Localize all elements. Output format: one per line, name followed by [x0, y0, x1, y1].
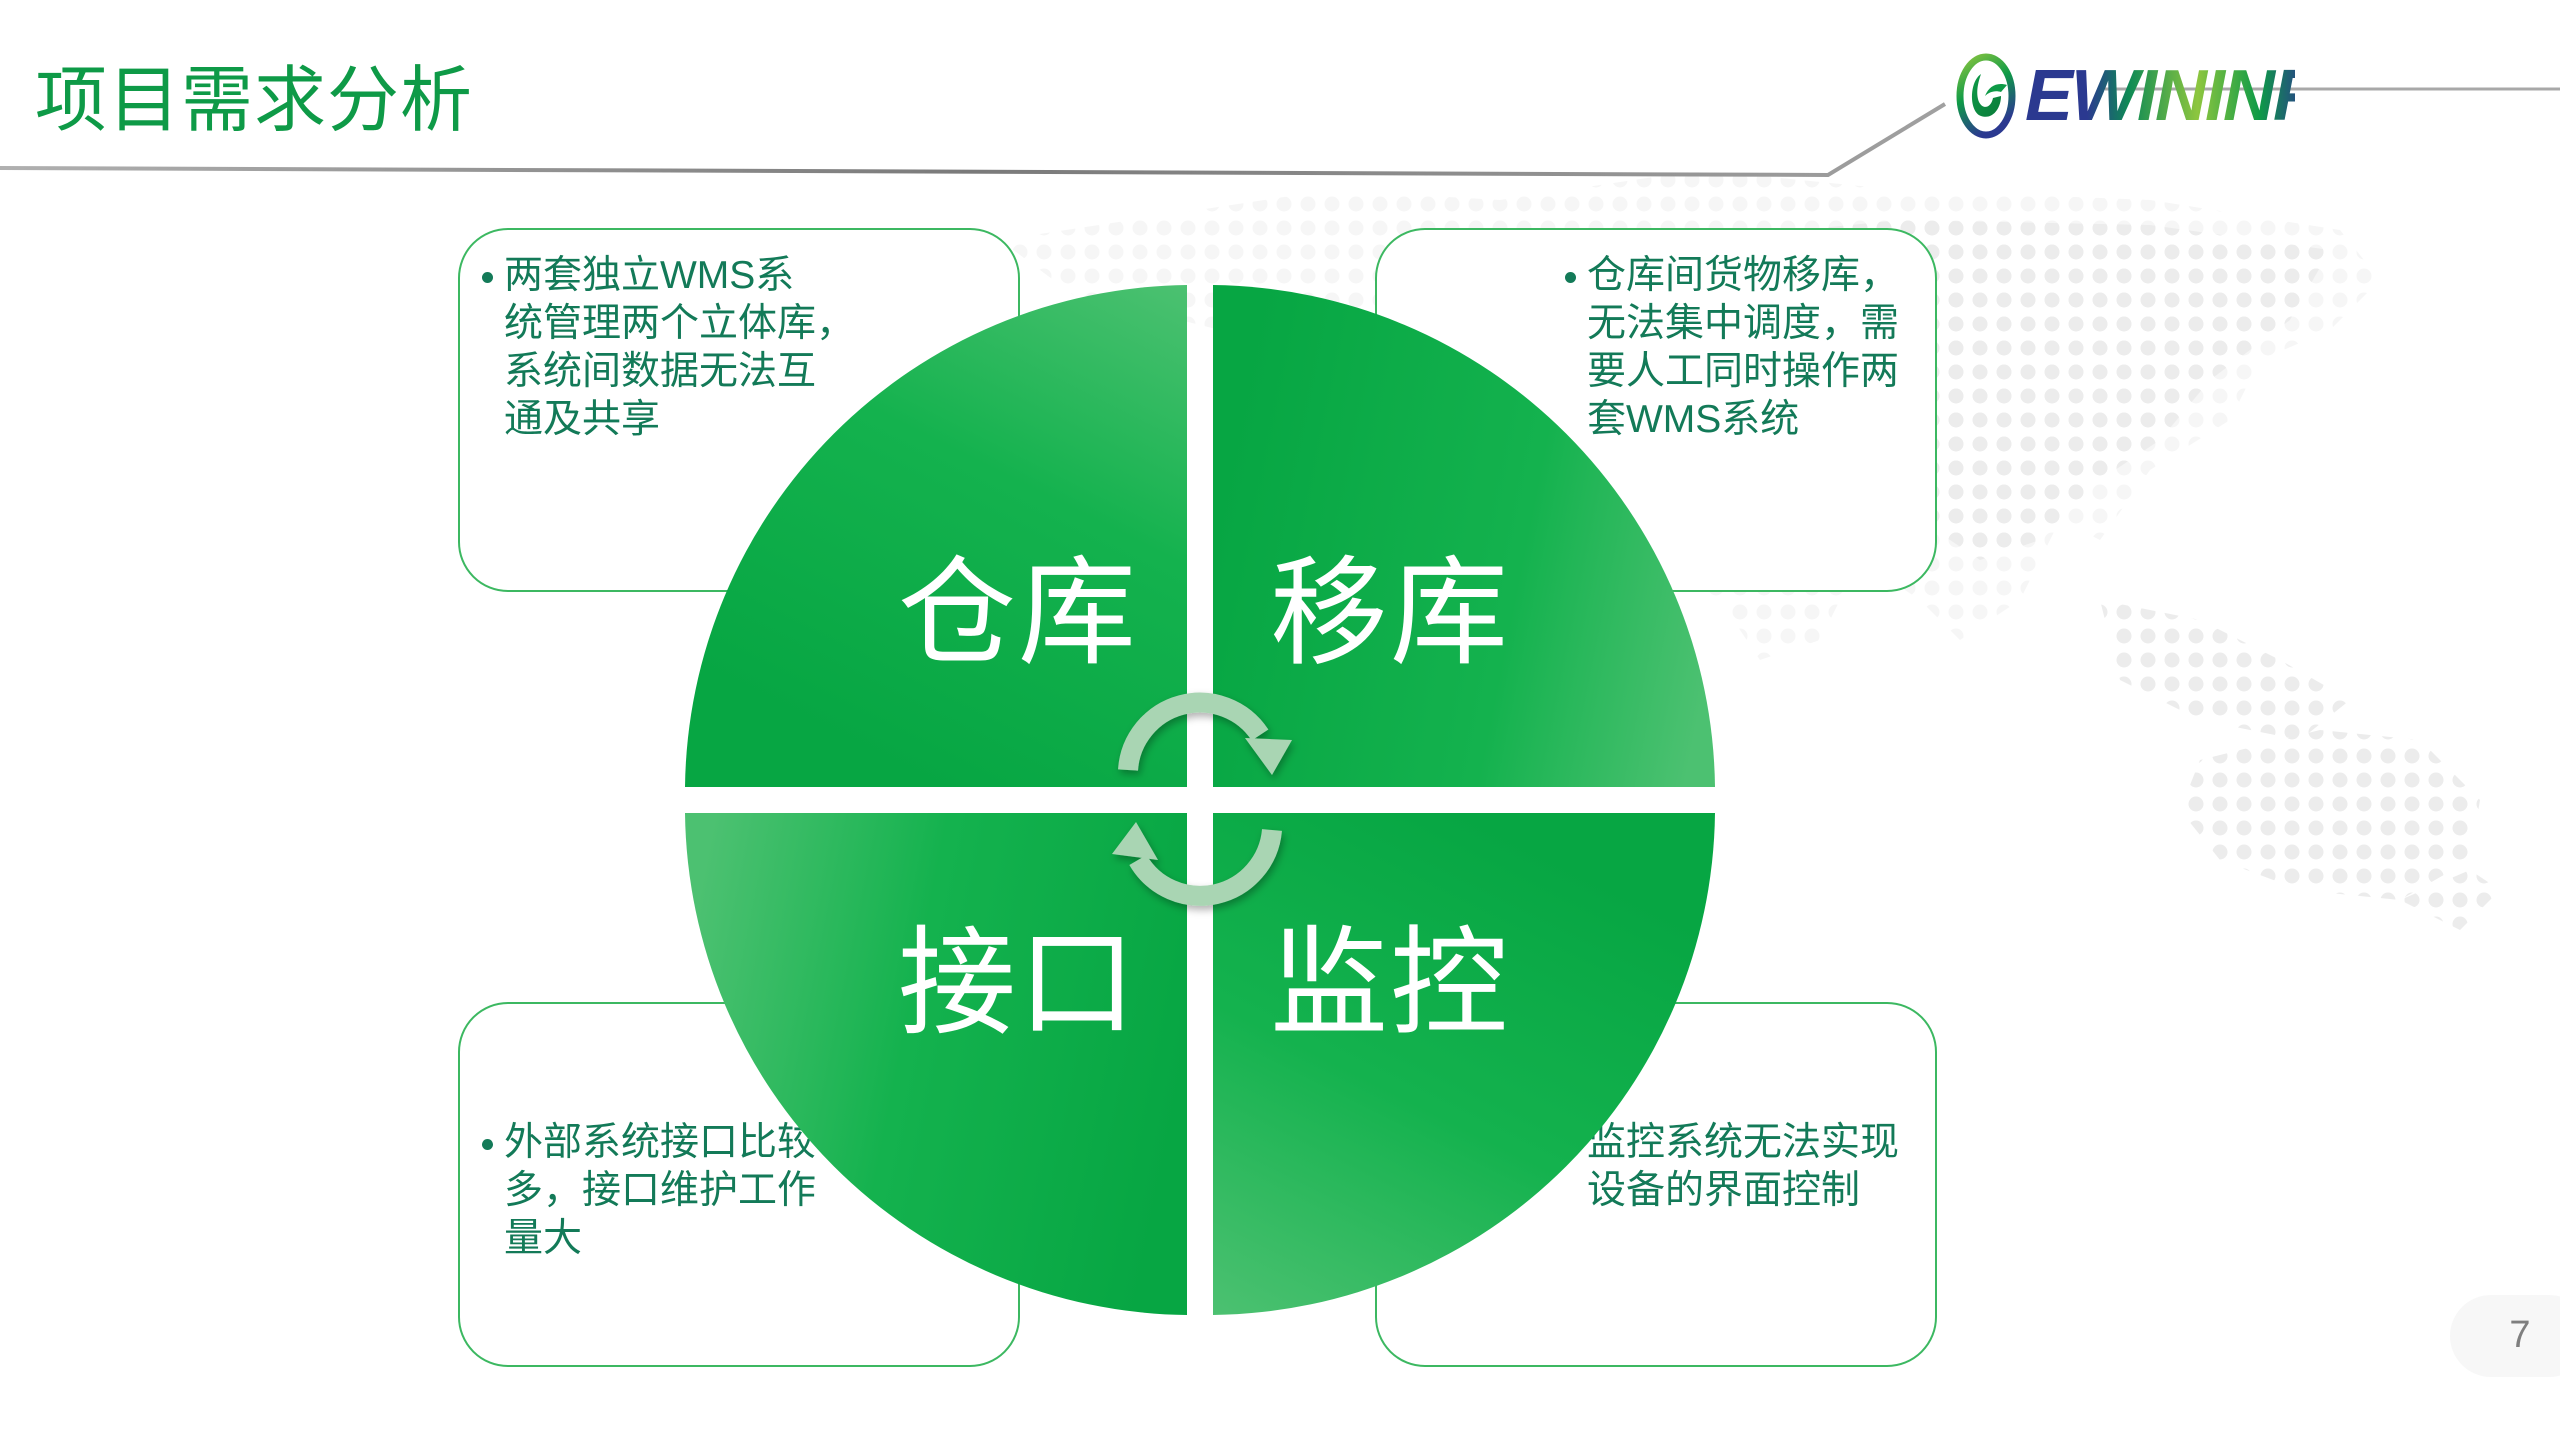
card-text: 监控系统无法实现 设备的界面控制 — [1565, 1119, 1947, 1215]
card-line: 两套独立WMS系 — [504, 254, 795, 297]
card-line: 仓库间货物移库， — [1587, 254, 1900, 297]
card-text: 两套独立WMS系 统管理两个立体库， 系统间数据无法互 通及共享 — [482, 252, 864, 444]
card-line: 系统间数据无法互 — [504, 350, 817, 393]
svg-text:EWININFO: EWININFO — [2025, 56, 2295, 136]
quadrant-monitoring — [1213, 813, 1715, 1315]
quadrant-label-monitoring: 监控 — [1270, 914, 1511, 1052]
card-line: 统管理两个立体库， — [504, 302, 856, 345]
card-line: 套WMS系统 — [1587, 398, 1800, 441]
header-divider-line — [0, 87, 2560, 178]
card-text: 仓库间货物移库， 无法集中调度，需 要人工同时操作两 套WMS系统 — [1565, 252, 1947, 444]
card-line: 监控系统无法实现 — [1587, 1121, 1900, 1164]
quadrant-circle-diagram — [685, 285, 1715, 1315]
page-title: 项目需求分析 — [35, 58, 474, 142]
quadrant-label-interface: 接口 — [898, 914, 1139, 1052]
quadrant-label-warehouse: 仓库 — [898, 544, 1139, 682]
quadrant-label-transfer: 移库 — [1270, 544, 1511, 682]
card-line: 无法集中调度，需 — [1587, 302, 1900, 345]
company-logo: EWININFO — [1955, 52, 2372, 142]
card-text: 外部系统接口比较 多，接口维护工作 量大 — [482, 1119, 864, 1263]
page-number-pill — [2450, 1295, 2560, 1377]
card-line: 外部系统接口比较 — [504, 1121, 817, 1164]
ewininfo-swirl-logo-icon — [1956, 53, 2016, 139]
page-number: 7 — [2509, 1314, 2531, 1356]
quadrant-transfer — [1213, 285, 1715, 787]
card-line: 量大 — [504, 1217, 583, 1260]
card-line: 要人工同时操作两 — [1587, 350, 1900, 393]
logo-wordmark: EWININFO — [2025, 56, 2372, 152]
cycle-arrows-icon — [1112, 692, 1292, 906]
quadrant-warehouse — [685, 285, 1187, 787]
card-line: 通及共享 — [504, 398, 661, 441]
quadrant-interface — [685, 813, 1187, 1315]
card-line: 多，接口维护工作 — [504, 1169, 817, 1212]
card-line: 设备的界面控制 — [1587, 1169, 1861, 1212]
